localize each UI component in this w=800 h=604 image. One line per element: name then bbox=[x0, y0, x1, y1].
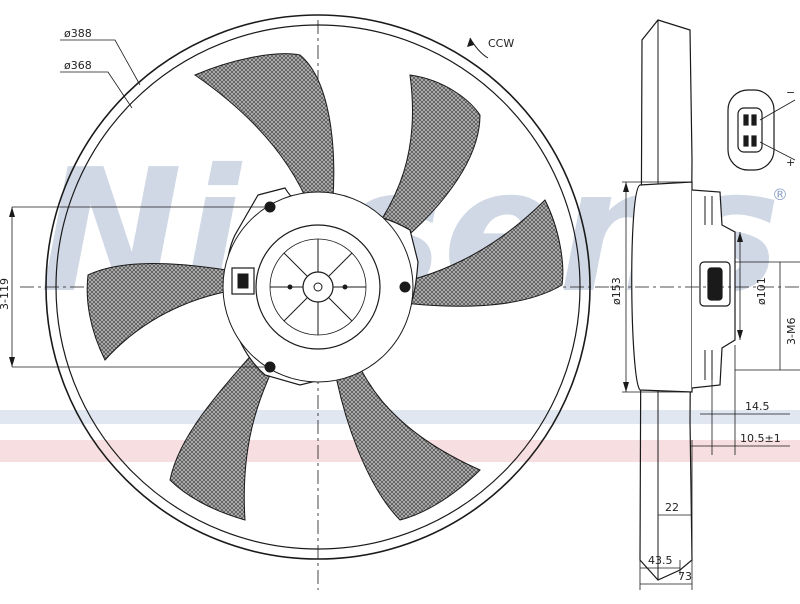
pin-minus-leader bbox=[759, 99, 796, 121]
bolts-label: 3-M6 bbox=[785, 318, 798, 345]
fan-blade-2 bbox=[359, 74, 481, 263]
fan-blade-5 bbox=[169, 324, 291, 521]
side-view bbox=[610, 19, 800, 590]
dim-43-5-label: 43.5 bbox=[648, 554, 673, 567]
hub-center bbox=[313, 282, 323, 292]
rotation-label: CCW bbox=[488, 37, 514, 50]
dim-14-5-label: 14.5 bbox=[745, 400, 770, 413]
bolt-bottom bbox=[264, 361, 276, 373]
connector-pin-2 bbox=[751, 114, 757, 126]
connector-pin-4 bbox=[751, 135, 757, 147]
dim-22-label: 22 bbox=[665, 501, 679, 514]
diameter-motor-label: ø153 bbox=[610, 277, 623, 305]
pin-plus-leader bbox=[759, 141, 796, 161]
bolt-right bbox=[399, 281, 411, 293]
diameter-outer-leader bbox=[60, 39, 141, 86]
pitch-label: 3-119 bbox=[0, 278, 11, 310]
fan-blade-1 bbox=[193, 53, 335, 231]
motor-spokes bbox=[270, 239, 366, 335]
side-connector-pins bbox=[707, 267, 723, 301]
motor-ring-outer bbox=[222, 191, 414, 383]
fan-blade-3 bbox=[374, 199, 564, 307]
front-view bbox=[9, 14, 610, 590]
bolt-top bbox=[264, 201, 276, 213]
connector-pin-1 bbox=[743, 114, 749, 126]
connector-housing bbox=[727, 89, 775, 171]
connector-inner bbox=[737, 107, 763, 153]
connector-pin-3 bbox=[743, 135, 749, 147]
registered-mark: ® bbox=[772, 185, 788, 204]
diameter-outer-label: ø388 bbox=[64, 27, 92, 40]
diameter-hub-label: ø101 bbox=[755, 277, 768, 305]
diameter-inner-leader bbox=[60, 71, 133, 109]
pin-plus-label: + bbox=[786, 156, 795, 169]
dim-73-label: 73 bbox=[678, 570, 692, 583]
fan-blades bbox=[86, 53, 564, 521]
connector-detail bbox=[727, 89, 796, 171]
pin-minus-label: − bbox=[786, 86, 795, 99]
rotation-arrow bbox=[469, 37, 489, 59]
front-connector-pins bbox=[237, 273, 249, 289]
diameter-inner-label: ø368 bbox=[64, 59, 92, 72]
dim-10-5-label: 10.5±1 bbox=[740, 432, 781, 445]
mount-bolts bbox=[264, 201, 411, 373]
motor-ring-inner bbox=[255, 224, 381, 350]
fan-blade-6 bbox=[86, 262, 263, 361]
fan-blade-4 bbox=[329, 329, 481, 521]
